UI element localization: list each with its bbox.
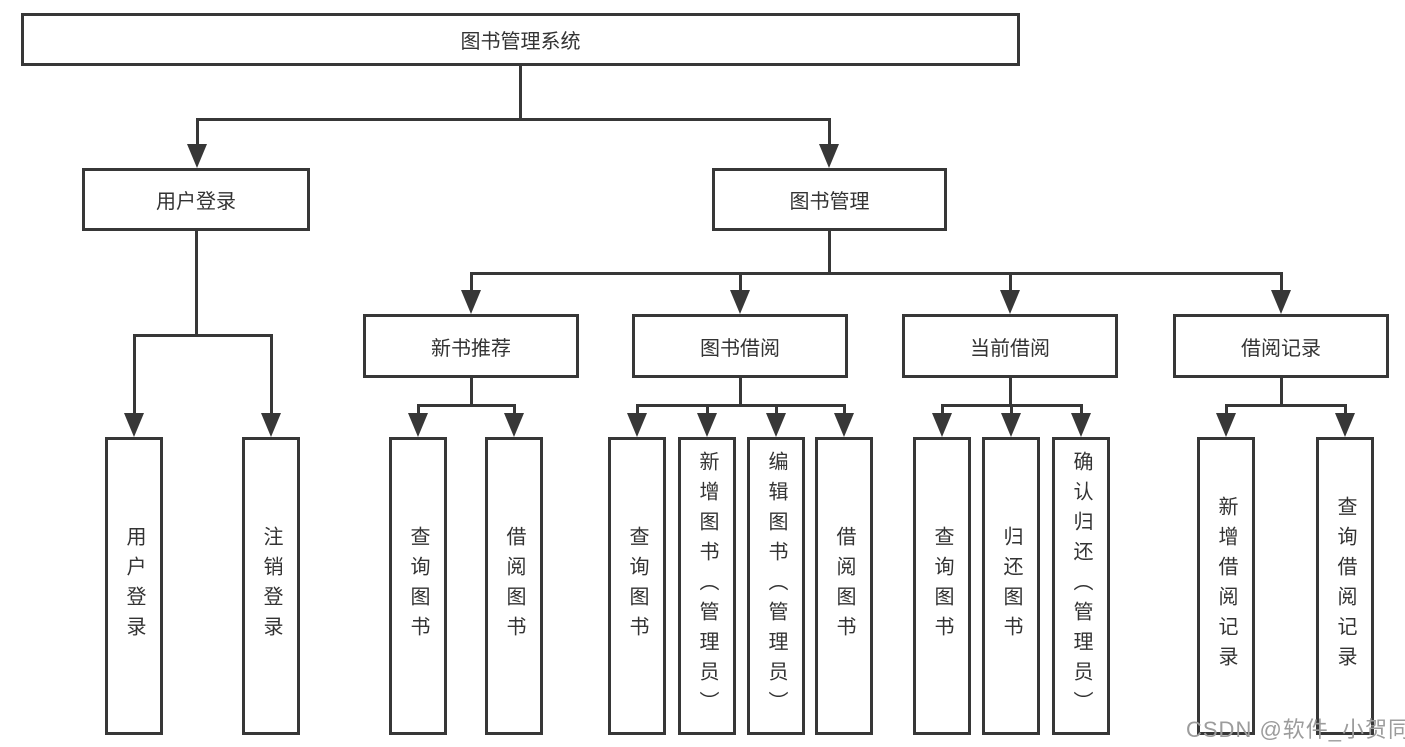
connector-line [775,404,778,413]
node-borrowing-records-label: 借阅记录 [1241,337,1321,360]
leaf-add-book-admin-label: 新增图书（管理员） [696,451,718,721]
node-new-book-recommend: 新书推荐 [363,314,579,378]
connector-line [196,118,831,121]
connector-line [706,404,709,413]
connector-line [1009,378,1012,404]
node-new-book-recommend-label: 新书推荐 [431,337,511,360]
connector-line [636,404,639,413]
leaf-query-books-recommend-label: 查询图书 [407,526,429,646]
arrow-down-icon [834,413,854,437]
connector-line [941,404,944,413]
leaf-query-borrow-record-label: 查询借阅记录 [1334,496,1356,676]
connector-line [1225,404,1346,407]
leaf-return-book-label: 归还图书 [1000,526,1022,646]
connector-line [1280,378,1283,404]
arrow-down-icon [261,413,281,437]
connector-line [843,404,846,413]
leaf-add-borrow-record: 新增借阅记录 [1197,437,1255,735]
connector-line [513,404,516,413]
node-book-management: 图书管理 [712,168,947,231]
leaf-user-login-label: 用户登录 [123,526,145,646]
node-root-label: 图书管理系统 [460,31,581,53]
connector-line [195,231,198,334]
arrow-down-icon [1071,413,1091,437]
connector-line [739,378,742,404]
leaf-edit-book-admin-label: 编辑图书（管理员） [765,451,787,721]
leaf-borrow-books-recommend-label: 借阅图书 [503,526,525,646]
leaf-query-borrow-record: 查询借阅记录 [1316,437,1374,735]
node-root: 图书管理系统 [21,13,1020,66]
leaf-borrow-books-recommend: 借阅图书 [485,437,543,735]
arrow-down-icon [124,413,144,437]
connector-line [1010,404,1013,413]
leaf-query-books-recommend: 查询图书 [389,437,447,735]
connector-line [470,272,1283,275]
node-book-borrowing: 图书借阅 [632,314,848,378]
arrow-down-icon [627,413,647,437]
connector-line [519,66,522,121]
connector-line [1225,404,1228,413]
arrow-down-icon [461,290,481,314]
leaf-return-book: 归还图书 [982,437,1040,735]
arrow-down-icon [1001,413,1021,437]
arrow-down-icon [504,413,524,437]
arrow-down-icon [1271,290,1291,314]
node-user-login: 用户登录 [82,168,310,231]
leaf-add-borrow-record-label: 新增借阅记录 [1215,496,1237,676]
node-current-borrowing: 当前借阅 [902,314,1118,378]
leaf-query-books-current-label: 查询图书 [931,526,953,646]
arrow-down-icon [697,413,717,437]
leaf-logout: 注销登录 [242,437,300,735]
arrow-down-icon [1216,413,1236,437]
arrow-down-icon [766,413,786,437]
connector-line [470,378,473,404]
leaf-borrow-books: 借阅图书 [815,437,873,735]
leaf-logout-label: 注销登录 [260,526,282,646]
arrow-down-icon [1000,290,1020,314]
connector-line [417,404,516,407]
leaf-confirm-return-admin: 确认归还（管理员） [1052,437,1110,735]
leaf-borrow-books-label: 借阅图书 [833,526,855,646]
connector-line [636,404,846,407]
csdn-watermark: CSDN @软件_小贺同学 [1186,717,1405,742]
connector-line [196,118,199,144]
arrow-down-icon [187,144,207,168]
arrow-down-icon [408,413,428,437]
connector-line [270,334,273,413]
arrow-down-icon [730,290,750,314]
connector-line [1009,272,1012,290]
arrow-down-icon [819,144,839,168]
node-book-management-label: 图书管理 [789,191,870,213]
leaf-edit-book-admin: 编辑图书（管理员） [747,437,805,735]
connector-line [1344,404,1347,413]
arrow-down-icon [932,413,952,437]
leaf-confirm-return-admin-label: 确认归还（管理员） [1070,451,1092,721]
connector-line [470,272,473,290]
connector-line [1080,404,1083,413]
leaf-user-login: 用户登录 [105,437,163,735]
leaf-add-book-admin: 新增图书（管理员） [678,437,736,735]
connector-line [133,334,273,337]
leaf-query-books-borrowing: 查询图书 [608,437,666,735]
leaf-query-books-borrowing-label: 查询图书 [626,526,648,646]
node-borrowing-records: 借阅记录 [1173,314,1389,378]
node-user-login-label: 用户登录 [156,191,236,213]
connector-line [828,118,831,144]
node-book-borrowing-label: 图书借阅 [700,337,780,360]
node-current-borrowing-label: 当前借阅 [970,337,1050,360]
connector-line [739,272,742,290]
connector-line [1280,272,1283,290]
connector-line [828,231,831,272]
connector-line [417,404,420,413]
connector-line [133,334,136,413]
arrow-down-icon [1335,413,1355,437]
leaf-query-books-current: 查询图书 [913,437,971,735]
